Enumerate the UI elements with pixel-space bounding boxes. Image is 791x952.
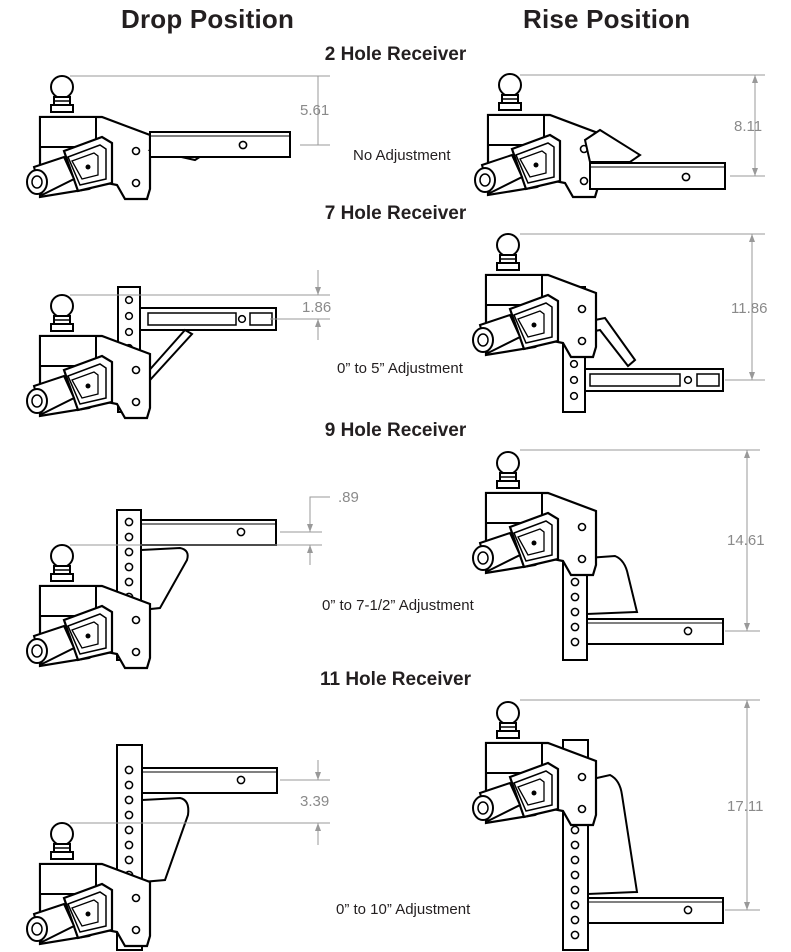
- section-title-7-hole: 7 Hole Receiver: [324, 203, 467, 224]
- dim-rise-11-hole: 17.11: [520, 699, 763, 911]
- rise-2-hole-assembly: [473, 72, 726, 199]
- drop-2-hole-assembly: [25, 74, 291, 201]
- dim-drop-11-hole: 3.39: [70, 760, 330, 845]
- svg-text:11.86: 11.86: [731, 300, 767, 317]
- dim-rise-9-hole: 14.61: [520, 449, 765, 632]
- dim-drop-9-hole: .89: [70, 489, 359, 565]
- rise-position-header: Rise Position: [523, 4, 691, 34]
- adjustment-label-11-hole: 0” to 10” Adjustment: [336, 901, 471, 918]
- dim-rise-7-hole: 11.86: [520, 233, 767, 381]
- dim-drop-7-hole: 1.86: [70, 270, 331, 340]
- section-title-9-hole: 9 Hole Receiver: [324, 420, 467, 441]
- svg-text:14.61: 14.61: [727, 532, 765, 549]
- adjustment-label-7-hole: 0” to 5” Adjustment: [337, 360, 463, 377]
- svg-text:17.11: 17.11: [727, 798, 763, 815]
- svg-text:8.11: 8.11: [734, 118, 762, 135]
- dim-drop-2-hole: 5.61: [70, 75, 330, 146]
- adjustment-label-2-hole: No Adjustment: [353, 147, 451, 164]
- adjustment-label-9-hole: 0” to 7-1/2” Adjustment: [322, 597, 474, 614]
- section-title-11-hole: 11 Hole Receiver: [319, 669, 472, 690]
- drop-9-hole-assembly: [25, 509, 277, 670]
- svg-text:5.61: 5.61: [300, 102, 329, 119]
- section-title-2-hole: 2 Hole Receiver: [324, 44, 467, 65]
- dim-rise-2-hole: 8.11: [520, 74, 765, 177]
- svg-text:1.86: 1.86: [302, 299, 331, 316]
- svg-text:3.39: 3.39: [300, 793, 329, 810]
- rise-11-hole-assembly: [471, 700, 724, 951]
- drop-position-header: Drop Position: [121, 4, 295, 34]
- rise-7-hole-assembly: [471, 232, 724, 413]
- drop-11-hole-assembly: [25, 744, 278, 951]
- svg-text:.89: .89: [338, 489, 359, 506]
- drop-7-hole-assembly: [25, 286, 277, 420]
- rise-9-hole-assembly: [471, 450, 724, 661]
